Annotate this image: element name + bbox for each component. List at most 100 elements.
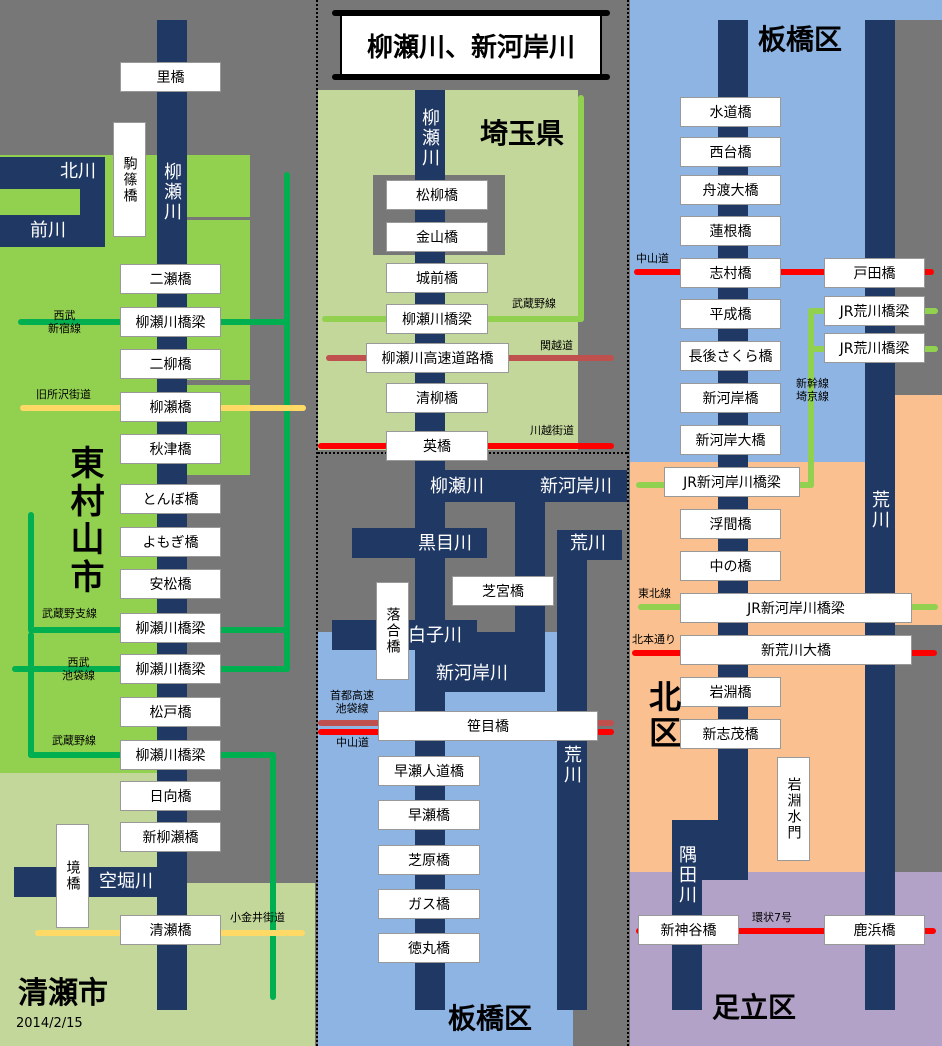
bridge-seiryu[interactable]: 清柳橋 bbox=[386, 383, 488, 413]
label-shingashi: 新河岸川 bbox=[540, 476, 612, 497]
rail-musashino-v2 bbox=[28, 632, 34, 758]
region-itabashi-mid bbox=[318, 632, 573, 1046]
bridge-shimura[interactable]: 志村橋 bbox=[680, 258, 781, 288]
bridge-shinkamiya[interactable]: 新神谷橋 bbox=[638, 915, 739, 945]
bridge-kiyosebashi[interactable]: 清瀬橋 bbox=[120, 915, 221, 945]
bridge-toda[interactable]: 戸田橋 bbox=[824, 258, 925, 288]
bridge-nakanoshima[interactable]: 中の橋 bbox=[680, 551, 781, 581]
bridge-shinshimo[interactable]: 新志茂橋 bbox=[680, 719, 781, 749]
bridge-futase[interactable]: 二瀬橋 bbox=[120, 264, 221, 294]
label-kyu-tokorozawa: 旧所沢街道 bbox=[36, 388, 91, 401]
divider-right bbox=[627, 0, 629, 1046]
bridge-ukima[interactable]: 浮間橋 bbox=[680, 509, 781, 539]
bridge-tonbo[interactable]: とんぼ橋 bbox=[120, 484, 221, 514]
bridge-satobashi[interactable]: 里橋 bbox=[120, 62, 221, 92]
label-tohoku: 東北線 bbox=[638, 587, 671, 600]
bridge-jr-shingashi2[interactable]: JR新河岸川橋梁 bbox=[680, 593, 912, 623]
bridge-akitsu[interactable]: 秋津橋 bbox=[120, 434, 221, 464]
bridge-shinarakawa[interactable]: 新荒川大橋 bbox=[680, 635, 912, 665]
bridge-matsuyanagi[interactable]: 松柳橋 bbox=[386, 180, 488, 210]
bridge-futayanagi[interactable]: 二柳橋 bbox=[120, 349, 221, 379]
bridge-yanase-rail5[interactable]: 柳瀬川橋梁 bbox=[386, 304, 488, 334]
region-label-kita: 北区 bbox=[644, 680, 682, 752]
bridge-tokumaru[interactable]: 徳丸橋 bbox=[378, 933, 480, 963]
bridge-jr-arakawa1[interactable]: JR荒川橋梁 bbox=[824, 296, 925, 326]
rail-shinkansen-v bbox=[808, 308, 814, 488]
river-kurame bbox=[352, 528, 487, 558]
bridge-hayase-foot[interactable]: 早瀬人道橋 bbox=[378, 756, 480, 786]
bridge-iwabuchi-gate[interactable]: 岩淵水門 bbox=[777, 757, 810, 861]
bridge-ochiai[interactable]: 落合橋 bbox=[376, 582, 409, 680]
bridge-hinata[interactable]: 日向橋 bbox=[120, 781, 221, 811]
bridge-iwabuchi[interactable]: 岩淵橋 bbox=[680, 677, 781, 707]
bridge-hanabashi[interactable]: 英橋 bbox=[386, 431, 488, 461]
bridge-komakawa[interactable]: 駒篠橋 bbox=[113, 122, 146, 237]
label-sumida: 隅田川 bbox=[676, 845, 697, 905]
bridge-sakai[interactable]: 境橋 bbox=[56, 824, 89, 928]
bridge-shiromae[interactable]: 城前橋 bbox=[386, 263, 488, 293]
label-yanase-mid: 柳瀬川 bbox=[419, 108, 440, 168]
bridge-hasune[interactable]: 蓮根橋 bbox=[680, 216, 781, 246]
bridge-yanase-expressway[interactable]: 柳瀬川高速道路橋 bbox=[366, 343, 509, 373]
river-karabori bbox=[14, 867, 186, 897]
bridge-heisei[interactable]: 平成橋 bbox=[680, 299, 781, 329]
bridge-hayase[interactable]: 早瀬橋 bbox=[378, 800, 480, 830]
road-kanjo7 bbox=[636, 928, 936, 934]
rail-seibu-vertical bbox=[284, 172, 290, 672]
label-nakasendo-right: 中山道 bbox=[636, 252, 669, 265]
bridge-yasumatsu[interactable]: 安松橋 bbox=[120, 569, 221, 599]
label-arakawa-mid2: 荒川 bbox=[561, 745, 582, 785]
bridge-shibahara[interactable]: 芝原橋 bbox=[378, 845, 480, 875]
bridge-nishidai[interactable]: 西台橋 bbox=[680, 137, 781, 167]
bridge-shinyanase[interactable]: 新柳瀬橋 bbox=[120, 822, 221, 852]
label-seibu-ikebukuro: 西武 池袋線 bbox=[62, 656, 95, 682]
rail-musashino-mid-v bbox=[578, 95, 584, 322]
bridge-nagago[interactable]: 長後さくら橋 bbox=[680, 341, 781, 371]
label-musashino-mid: 武蔵野線 bbox=[512, 297, 556, 310]
title-bar-bottom bbox=[332, 74, 610, 80]
label-koganei: 小金井街道 bbox=[230, 911, 285, 924]
region-label-higashimurayama: 東村山市 bbox=[64, 445, 104, 597]
bridge-jr-arakawa2[interactable]: JR荒川橋梁 bbox=[824, 333, 925, 363]
bridge-kanayama[interactable]: 金山橋 bbox=[386, 222, 488, 252]
label-shinkansen: 新幹線 埼京線 bbox=[796, 377, 829, 403]
label-kawagoe: 川越街道 bbox=[530, 424, 574, 437]
river-maekawa bbox=[0, 215, 105, 247]
bridge-shingashi-ohashi[interactable]: 新河岸大橋 bbox=[680, 425, 781, 455]
road-nakasendo-right bbox=[634, 269, 934, 275]
bridge-matsudo[interactable]: 松戸橋 bbox=[120, 697, 221, 727]
region-label-saitama: 埼玉県 bbox=[480, 117, 565, 150]
label-karabori: 空堀川 bbox=[99, 871, 153, 892]
bridge-yanase-rail2[interactable]: 柳瀬川橋梁 bbox=[120, 613, 221, 643]
region-label-kiyose: 清瀬市 bbox=[18, 976, 108, 1011]
region-itabashi-right2 bbox=[867, 0, 942, 20]
label-maekawa: 前川 bbox=[30, 220, 66, 241]
label-musashino-branch: 武蔵野支線 bbox=[42, 607, 97, 620]
river-shingashi-vertical bbox=[515, 470, 545, 640]
label-arakawa-right: 荒川 bbox=[869, 490, 890, 530]
bridge-yanase-rail3[interactable]: 柳瀬川橋梁 bbox=[120, 654, 221, 684]
bridge-yomogi[interactable]: よもぎ橋 bbox=[120, 527, 221, 557]
bridge-gas[interactable]: ガス橋 bbox=[378, 889, 480, 919]
bridge-jr-shingashi1[interactable]: JR新河岸川橋梁 bbox=[664, 467, 800, 497]
bridge-yanase-rail4[interactable]: 柳瀬川橋梁 bbox=[120, 740, 221, 770]
bridge-suido[interactable]: 水道橋 bbox=[680, 97, 781, 127]
bridge-shikahama[interactable]: 鹿浜橋 bbox=[824, 915, 925, 945]
bridge-funado[interactable]: 舟渡大橋 bbox=[680, 175, 781, 205]
bridge-yanasebashi[interactable]: 柳瀬橋 bbox=[120, 392, 221, 422]
bridge-shingashi[interactable]: 新河岸橋 bbox=[680, 383, 781, 413]
river-arakawa-mid bbox=[557, 530, 587, 1010]
region-label-itabashi-right: 板橋区 bbox=[758, 23, 843, 56]
label-shuto-ikebukuro: 首都高速 池袋線 bbox=[330, 689, 374, 715]
label-nakasendo-mid: 中山道 bbox=[336, 736, 369, 749]
bridge-shibamiya[interactable]: 芝宮橋 bbox=[452, 576, 554, 606]
bridge-sasame[interactable]: 笹目橋 bbox=[378, 711, 598, 741]
bridge-yanase-rail1[interactable]: 柳瀬川橋梁 bbox=[120, 307, 221, 337]
river-arakawa-right bbox=[865, 20, 895, 1010]
rail-musashino-v bbox=[270, 752, 276, 1000]
label-seibu-shinjuku: 西武 新宿線 bbox=[48, 309, 81, 335]
divider-left bbox=[316, 0, 318, 1046]
label-kitahondori: 北本通り bbox=[632, 633, 676, 646]
label-kanetsu: 関越道 bbox=[540, 339, 573, 352]
title-bar-top bbox=[332, 10, 610, 16]
